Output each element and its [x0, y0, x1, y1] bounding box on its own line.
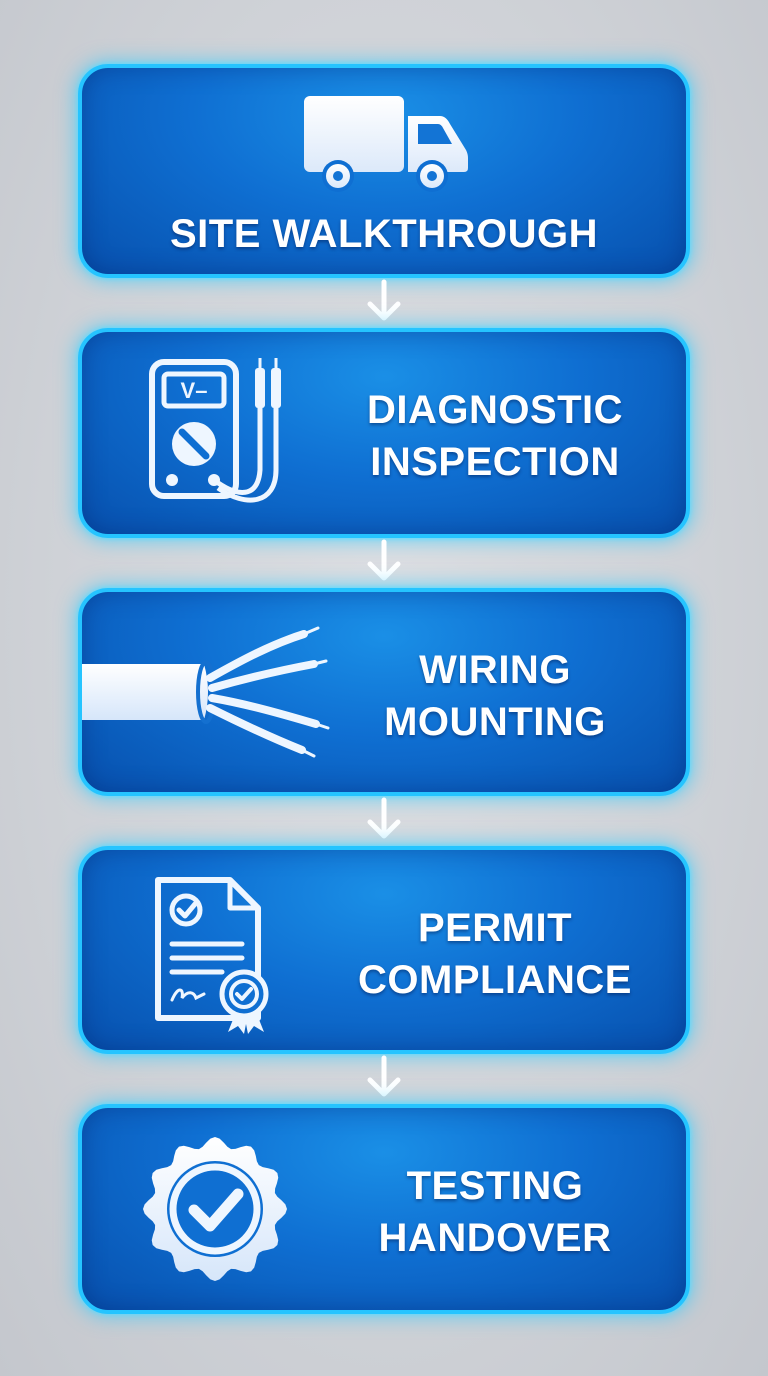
step-title-line: WIRING	[419, 648, 571, 692]
step-title-line: INSPECTION	[370, 440, 620, 484]
step-wiring-mounting: WIRING MOUNTING	[78, 588, 690, 796]
step-title: WIRING MOUNTING	[312, 644, 678, 748]
step-diagnostic-inspection: V– DIAGNOSTIC INSPECTION	[78, 328, 690, 538]
step-title-line: SITE WALKTHROUGH	[170, 212, 598, 256]
step-title-line: MOUNTING	[384, 700, 606, 744]
step-testing-handover: TESTING HANDOVER	[78, 1104, 690, 1314]
arrow-down-icon	[367, 539, 401, 581]
step-title: SITE WALKTHROUGH	[82, 208, 686, 260]
step-title: TESTING HANDOVER	[312, 1160, 678, 1264]
step-title-line: COMPLIANCE	[358, 958, 632, 1002]
step-title-line: PERMIT	[417, 906, 573, 950]
step-permit-compliance: PERMIT COMPLIANCE	[78, 846, 690, 1054]
cable-wires-icon	[82, 626, 330, 758]
step-site-walkthrough: SITE WALKTHROUGH	[78, 64, 690, 278]
truck-icon	[304, 96, 468, 192]
arrow-down-icon	[367, 797, 401, 839]
check-badge-icon	[143, 1137, 287, 1281]
multimeter-icon: V–	[149, 358, 281, 503]
multimeter-display-text: V–	[181, 378, 208, 403]
step-title-line: HANDOVER	[378, 1216, 612, 1260]
step-title-line: TESTING	[406, 1164, 584, 1208]
step-title: DIAGNOSTIC INSPECTION	[312, 384, 678, 488]
step-title: PERMIT COMPLIANCE	[312, 902, 678, 1006]
step-title-line: DIAGNOSTIC	[366, 388, 624, 432]
arrow-down-icon	[367, 279, 401, 321]
arrow-down-icon	[367, 1055, 401, 1097]
certified-document-icon	[155, 877, 269, 1034]
